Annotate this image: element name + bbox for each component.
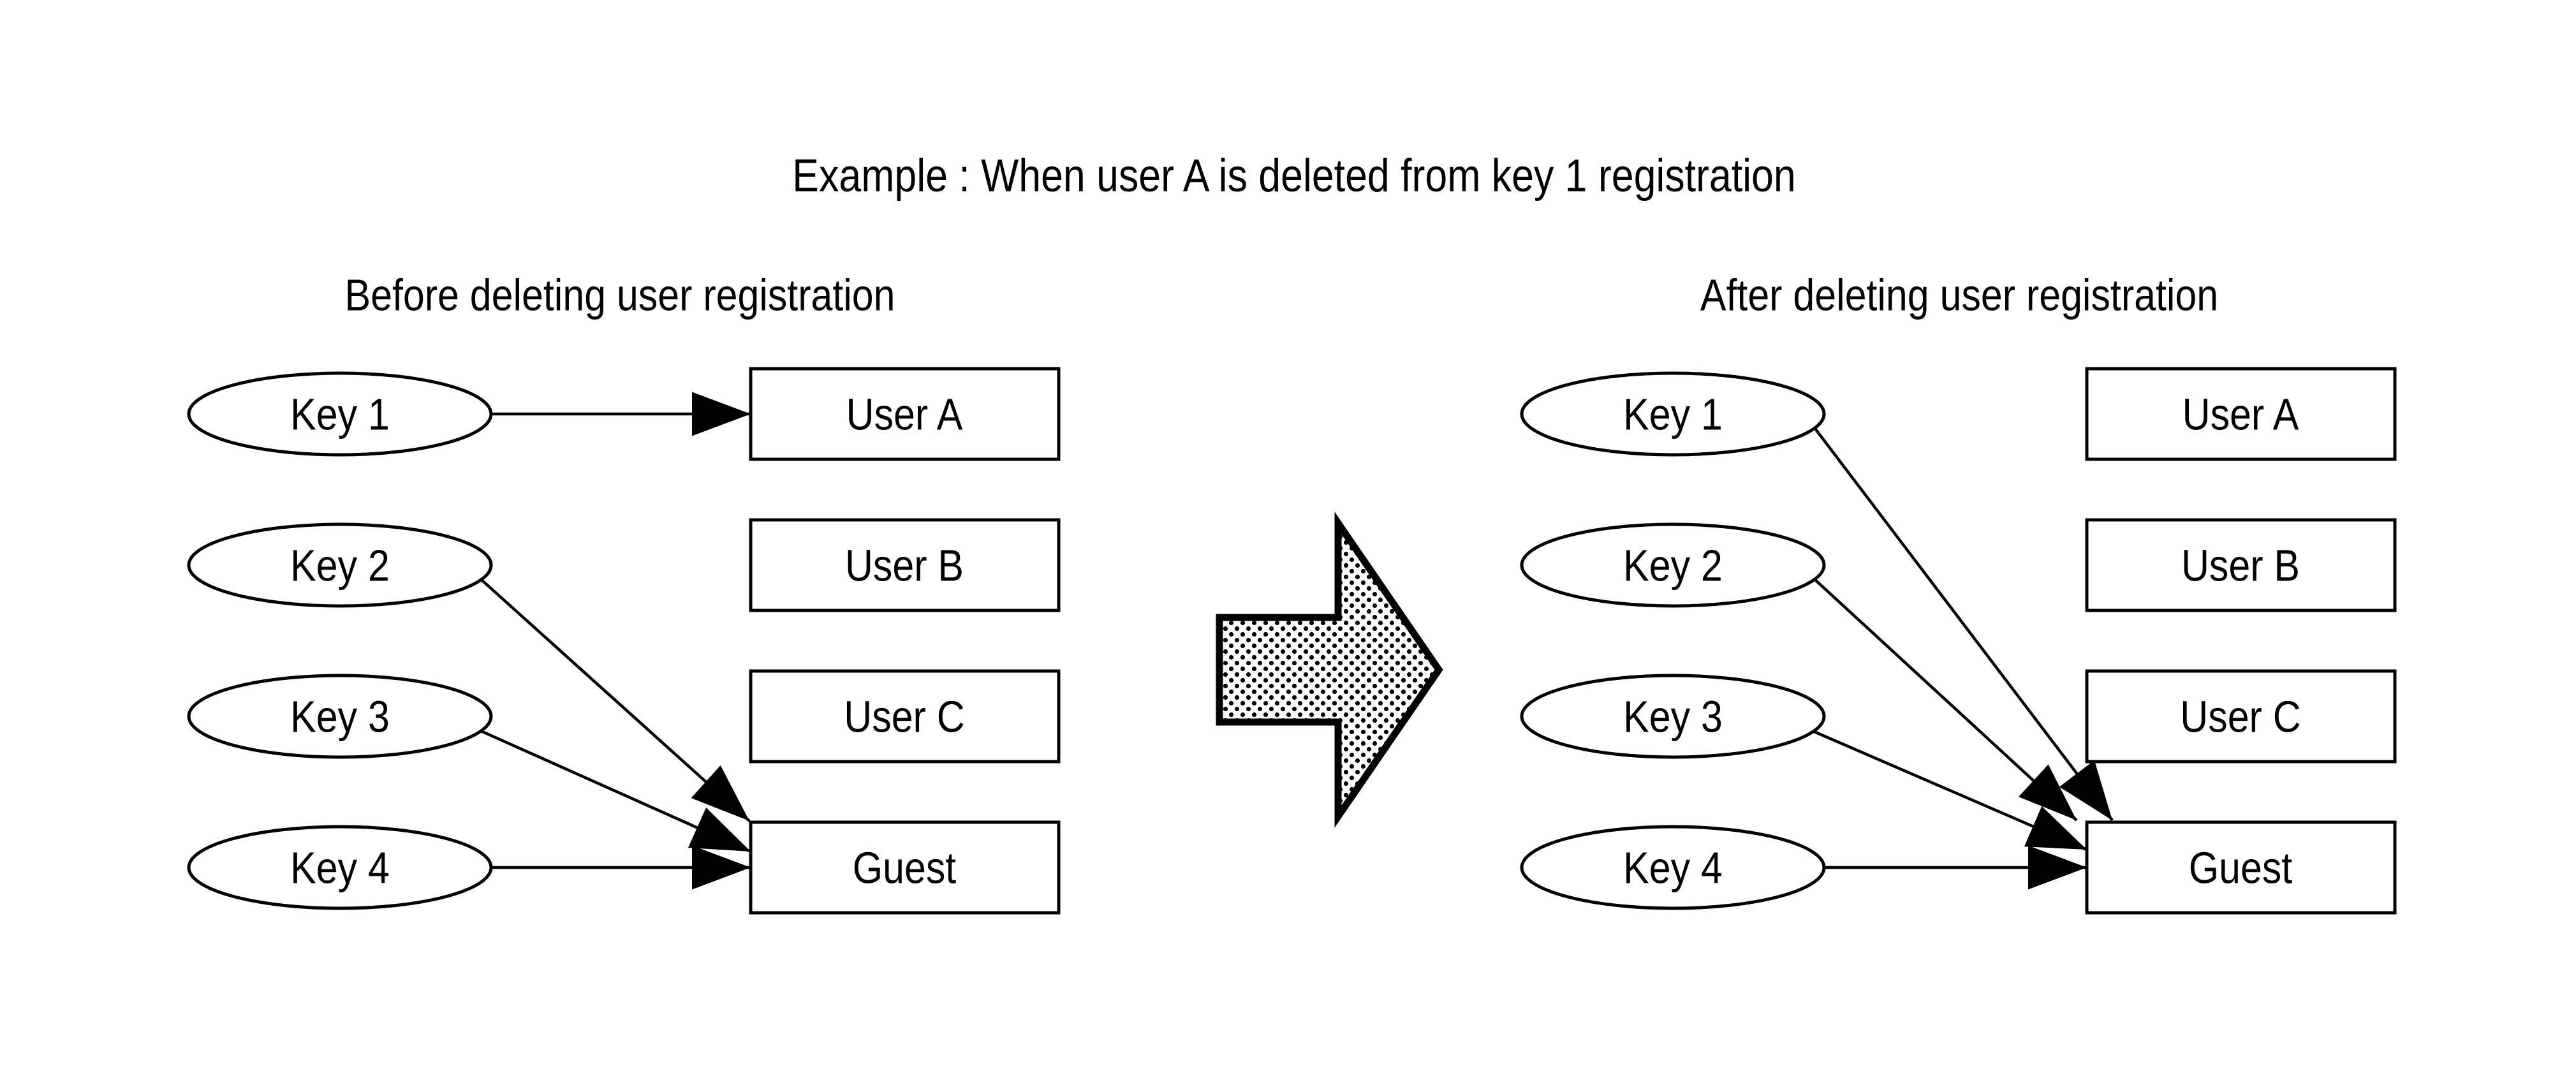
after-key1-ellipse	[1520, 371, 1826, 457]
diagram-title: Example : When user A is deleted from ke…	[792, 151, 1795, 202]
after-key1-label: Key 1	[1623, 390, 1723, 439]
before-link-key2-guest	[481, 579, 751, 822]
before-key2-ellipse	[187, 522, 493, 608]
before-userb-label: User B	[845, 541, 964, 591]
before-key1-ellipse	[187, 371, 493, 457]
after-key4-label: Key 4	[1623, 843, 1723, 893]
after-usera-box	[2085, 367, 2397, 461]
before-key3-label: Key 3	[290, 692, 390, 742]
after-key3-ellipse	[1520, 674, 1826, 759]
before-guest-label: Guest	[853, 843, 956, 893]
after-userc-label: User C	[2180, 692, 2300, 742]
panel-after: After deleting user registration Key 1 K…	[1520, 270, 2397, 915]
transition-block-arrow-icon	[1216, 512, 1443, 828]
before-link-key3-guest	[480, 729, 751, 853]
after-userc-box	[2085, 669, 2397, 764]
after-key2-ellipse	[1520, 522, 1826, 608]
before-guest-box	[749, 820, 1061, 915]
after-userb-label: User B	[2181, 541, 2300, 591]
after-link-key2-guest	[1814, 579, 2078, 822]
before-userb-box	[749, 518, 1061, 612]
before-key1-label: Key 1	[290, 390, 390, 439]
after-heading: After deleting user registration	[1700, 270, 2218, 320]
before-userc-label: User C	[844, 692, 964, 742]
after-key2-label: Key 2	[1623, 541, 1723, 591]
after-guest-label: Guest	[2189, 843, 2292, 893]
after-guest-box	[2085, 820, 2397, 915]
before-usera-box	[749, 367, 1061, 461]
after-userb-box	[2085, 518, 2397, 612]
after-heading-group: After deleting user registration	[1700, 270, 2218, 320]
after-usera-label: User A	[2182, 390, 2299, 439]
after-key3-label: Key 3	[1623, 692, 1723, 742]
after-link-key3-guest	[1812, 729, 2087, 852]
before-heading-group: Before deleting user registration	[344, 270, 895, 320]
before-usera-label: User A	[846, 390, 963, 439]
panel-before: Before deleting user registration Key 1 …	[187, 270, 1061, 915]
before-key4-label: Key 4	[290, 843, 390, 893]
before-heading: Before deleting user registration	[344, 270, 895, 320]
before-userc-box	[749, 669, 1061, 764]
before-key3-ellipse	[187, 674, 493, 759]
before-key2-label: Key 2	[290, 541, 390, 591]
diagram-title-group: Example : When user A is deleted from ke…	[792, 151, 1795, 202]
after-link-key1-guest	[1814, 427, 2114, 822]
